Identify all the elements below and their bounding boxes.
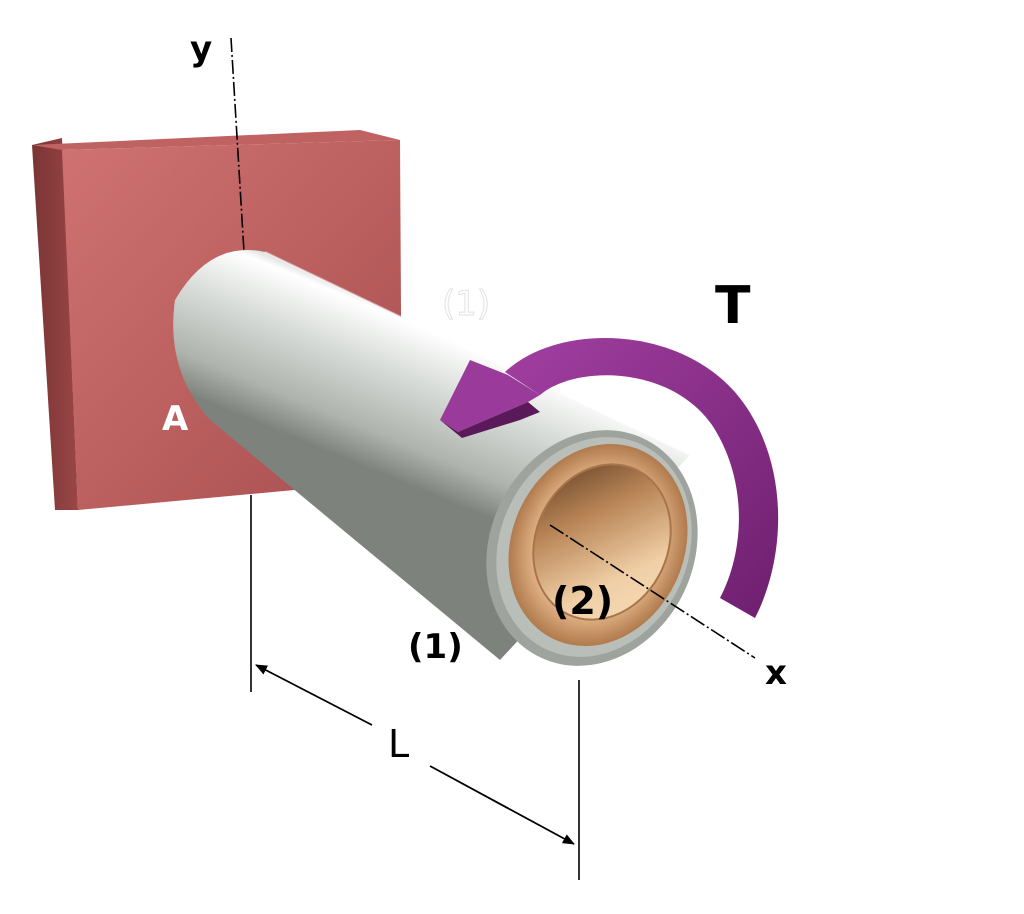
dimension-arrow-right [429,765,575,845]
x-axis-line [549,524,756,659]
faint-tube-label: (1) [442,284,490,324]
y-axis-line [230,37,245,253]
length-dimension [250,495,580,880]
core-label: (2) [552,579,613,623]
torque-arrow [440,337,779,618]
dimension-arrow-left [255,664,373,726]
x-axis-label: x [765,653,787,693]
torque-label: T [715,276,751,336]
y-axis-label: y [190,29,212,69]
tube-label: (1) [408,627,463,667]
length-label: L [388,722,409,766]
support-label: A [162,399,189,439]
